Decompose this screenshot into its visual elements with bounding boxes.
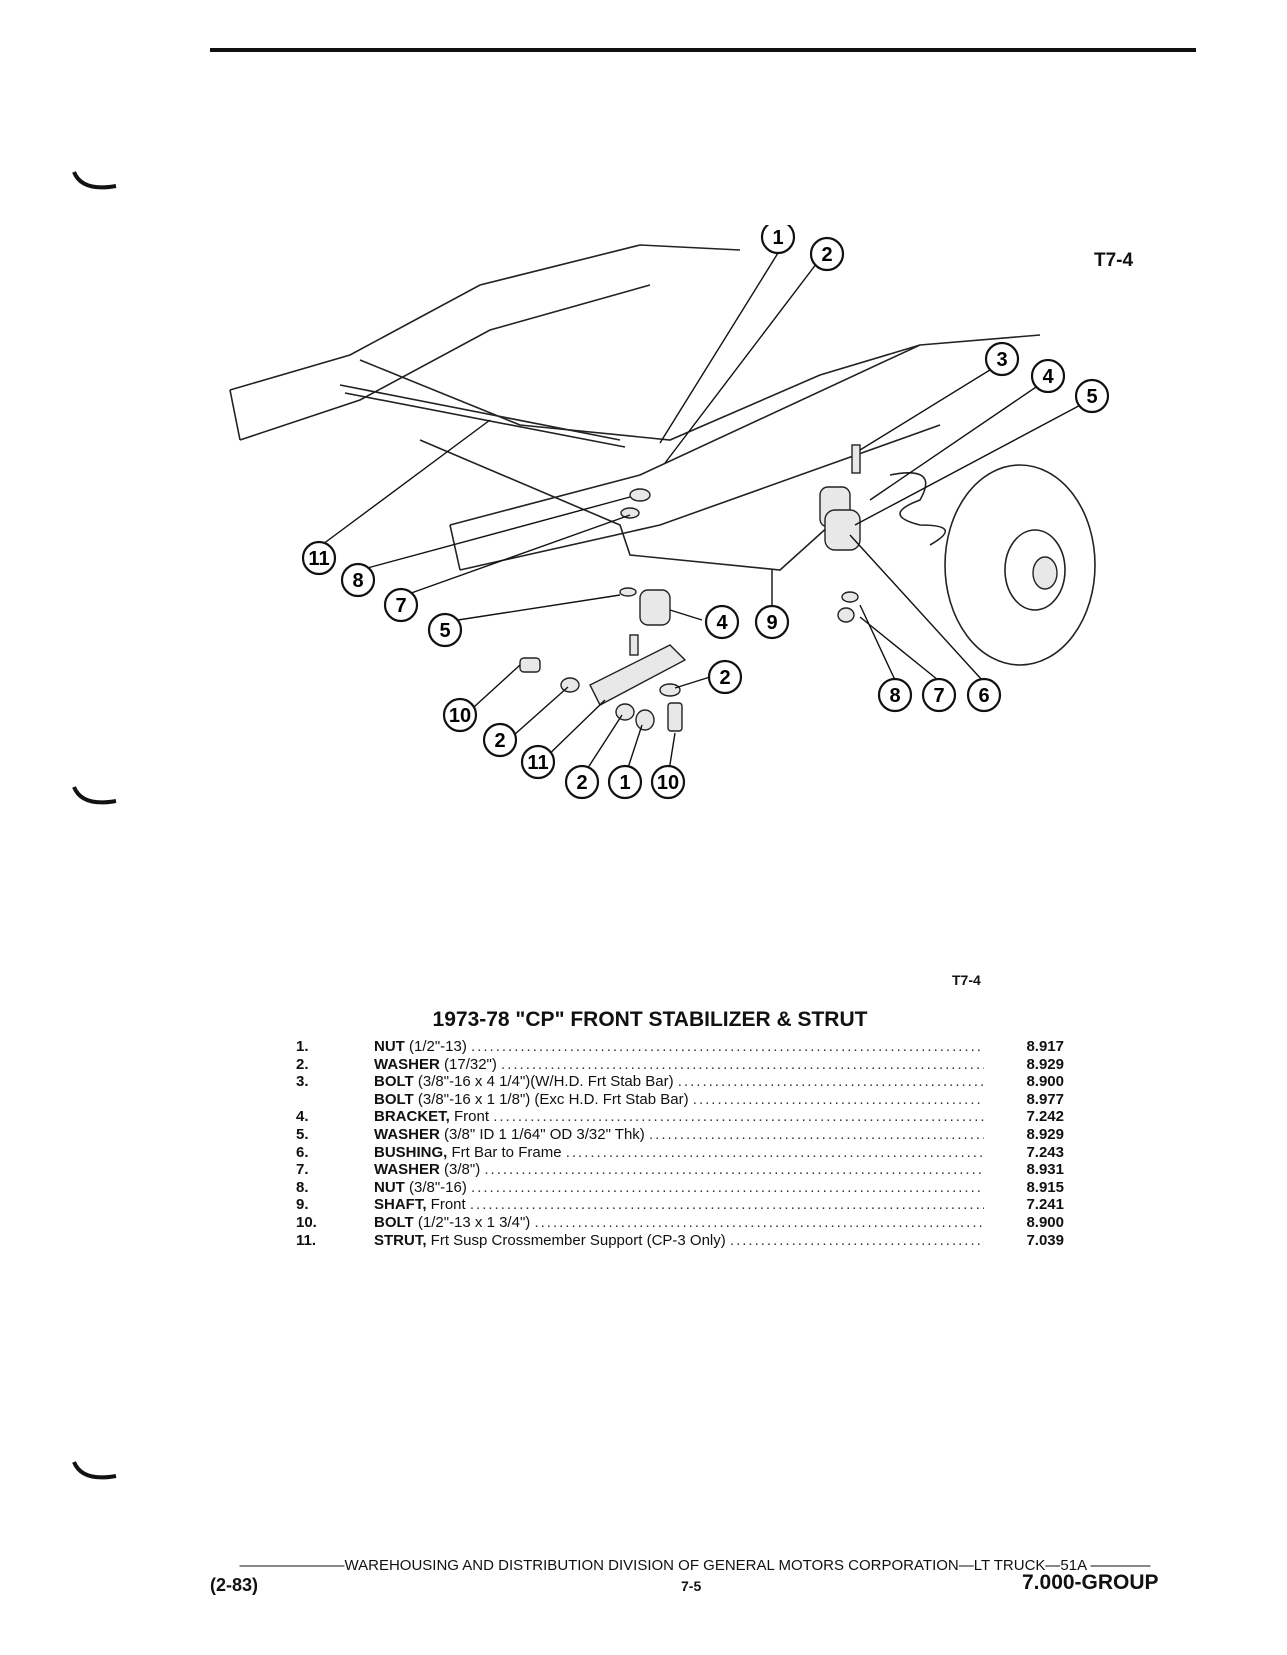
list-item: 4.BRACKET, Front .......................… xyxy=(296,1108,1064,1126)
callout-3: 3 xyxy=(984,341,1020,377)
footer-division: ———————WAREHOUSING AND DISTRIBUTION DIVI… xyxy=(239,1557,1151,1574)
list-item: 8.NUT (3/8"-16) ........................… xyxy=(296,1178,1064,1196)
callout-1b: 1 xyxy=(607,764,643,800)
binder-mark-icon xyxy=(72,171,117,190)
footer-group: 7.000-GROUP xyxy=(1022,1571,1159,1594)
callout-2c: 2 xyxy=(482,722,518,758)
binder-mark-icon xyxy=(72,1461,117,1480)
svg-text:11: 11 xyxy=(527,752,548,774)
list-item: 10.BOLT (1/2"-13 x 1 3/4") .............… xyxy=(296,1213,1064,1231)
svg-text:6: 6 xyxy=(978,685,989,707)
callout-8b: 8 xyxy=(877,677,913,713)
svg-text:5: 5 xyxy=(439,620,450,642)
list-item: 2.WASHER (17/32") ......................… xyxy=(296,1055,1064,1073)
callout-5: 5 xyxy=(1074,378,1110,414)
binder-mark-icon xyxy=(72,786,117,805)
list-item: BOLT (3/8"-16 x 1 1/8") (Exc H.D. Frt St… xyxy=(374,1090,1064,1108)
list-item: 6.BUSHING, Frt Bar to Frame ............… xyxy=(296,1143,1064,1161)
callout-8: 8 xyxy=(340,562,376,598)
callout-7b: 7 xyxy=(921,677,957,713)
callout-4: 4 xyxy=(1030,358,1066,394)
svg-text:1: 1 xyxy=(772,227,783,249)
list-item: 1.NUT (1/2"-13) ........................… xyxy=(296,1038,1064,1055)
callout-10: 10 xyxy=(442,697,478,733)
svg-text:10: 10 xyxy=(657,772,679,794)
exploded-view-diagram: 1 2 3 4 5 11 8 7 5 4 9 8 7 6 2 10 2 11 2… xyxy=(229,225,1110,800)
footer-page-number: 7-5 xyxy=(681,1578,702,1594)
top-rule xyxy=(210,48,1196,52)
callout-11: 11 xyxy=(301,540,337,576)
list-item: 5.WASHER (3/8" ID 1 1/64" OD 3/32" Thk) … xyxy=(296,1125,1064,1143)
callout-9: 9 xyxy=(754,604,790,640)
svg-text:4: 4 xyxy=(716,612,728,634)
svg-text:9: 9 xyxy=(766,612,777,634)
page-title: 1973-78 "CP" FRONT STABILIZER & STRUT xyxy=(432,1008,868,1031)
figure-code-mid: T7-4 xyxy=(952,972,981,988)
svg-text:10: 10 xyxy=(449,705,471,727)
callout-1: 1 xyxy=(760,225,796,255)
svg-text:2: 2 xyxy=(821,244,832,266)
callout-11b: 11 xyxy=(520,744,556,780)
figure-code-top: T7-4 xyxy=(1094,250,1134,271)
callout-7: 7 xyxy=(383,587,419,623)
svg-text:7: 7 xyxy=(395,595,406,617)
footer-date: (2-83) xyxy=(210,1575,259,1595)
list-item: 11.STRUT, Frt Susp Crossmember Support (… xyxy=(296,1231,1064,1249)
callout-5b: 5 xyxy=(427,612,463,648)
svg-text:1: 1 xyxy=(619,772,630,794)
list-item: 3.BOLT (3/8"-16 x 4 1/4")(W/H.D. Frt Sta… xyxy=(296,1073,1064,1091)
callout-2b: 2 xyxy=(707,659,743,695)
callout-6: 6 xyxy=(966,677,1002,713)
list-item: 9.SHAFT, Front .........................… xyxy=(296,1196,1064,1214)
svg-text:4: 4 xyxy=(1042,366,1054,388)
svg-text:2: 2 xyxy=(719,667,730,689)
parts-list: 1.NUT (1/2"-13) ........................… xyxy=(290,1038,1090,1249)
callout-2: 2 xyxy=(809,236,845,272)
svg-text:2: 2 xyxy=(576,772,587,794)
svg-text:3: 3 xyxy=(996,349,1007,371)
callout-2d: 2 xyxy=(564,764,600,800)
list-item: 7.WASHER (3/8") ........................… xyxy=(296,1161,1064,1179)
svg-text:2: 2 xyxy=(494,730,505,752)
svg-text:11: 11 xyxy=(308,548,329,570)
callout-4b: 4 xyxy=(704,604,740,640)
svg-text:8: 8 xyxy=(889,685,900,707)
svg-text:7: 7 xyxy=(933,685,944,707)
svg-text:8: 8 xyxy=(352,570,363,592)
svg-text:5: 5 xyxy=(1086,386,1097,408)
callout-10b: 10 xyxy=(650,764,686,800)
